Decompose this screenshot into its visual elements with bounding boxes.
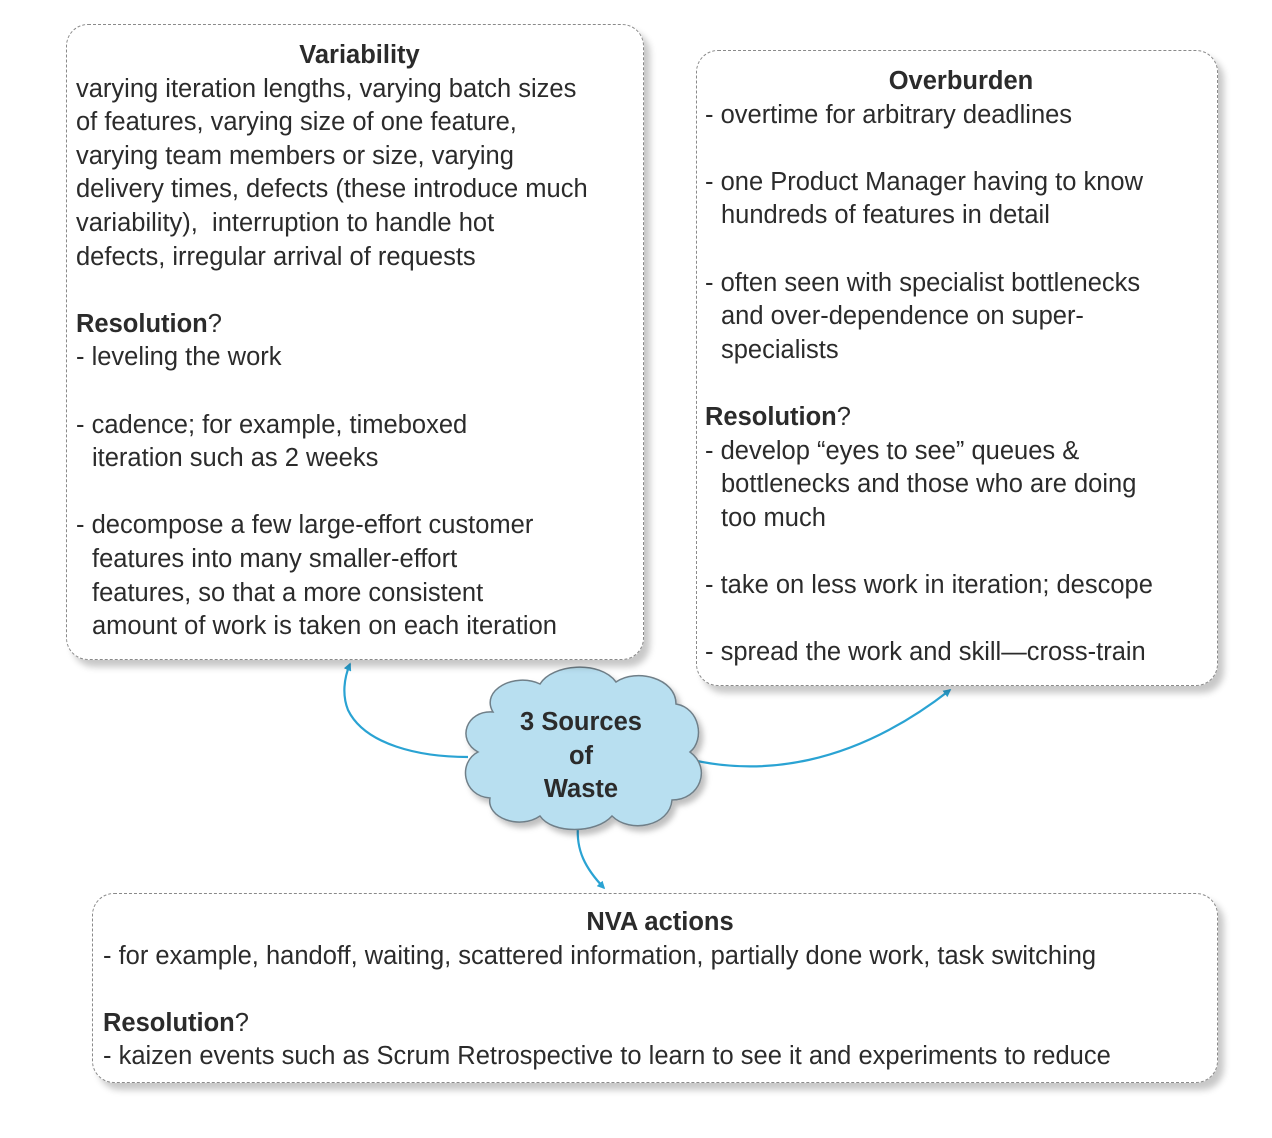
overburden-item: - one Product Manager having to know <box>705 167 1144 196</box>
variability-resolution-item: - cadence; for example, timeboxed <box>76 410 468 439</box>
variability-resolution-item: - leveling the work <box>76 343 282 372</box>
overburden-resolution-item: - take on less work in iteration; descop… <box>705 570 1153 599</box>
variability-line: of features, varying size of one feature… <box>76 108 517 137</box>
overburden-resolution-heading: Resolution? <box>705 402 851 431</box>
overburden-resolution-item: - spread the work and skill—cross-train <box>705 638 1146 667</box>
arrow-to-variability <box>343 662 469 759</box>
cloud-label: 3 Sources of Waste <box>466 706 696 807</box>
cloud-line-2: of <box>568 741 594 770</box>
overburden-title: Overburden <box>888 67 1034 95</box>
variability-title: Variability <box>299 41 420 69</box>
cloud-shape <box>464 666 702 831</box>
variability-resolution-item-cont: features, so that a more consistent <box>92 578 484 607</box>
cloud-line-3: Waste <box>543 775 619 804</box>
variability-resolution-heading: Resolution? <box>76 309 222 338</box>
variability-line: varying team members or size, varying <box>76 141 514 170</box>
variability-resolution-item-cont: iteration such as 2 weeks <box>92 444 379 473</box>
overburden-item-cont: hundreds of features in detail <box>721 201 1050 230</box>
overburden-resolution-item-cont: bottlenecks and those who are doing <box>721 470 1137 499</box>
nva-title: NVA actions <box>586 908 734 936</box>
nva-resolution-item: - kaizen events such as Scrum Retrospect… <box>103 1042 1111 1071</box>
variability-resolution-item: - decompose a few large-effort customer <box>76 511 534 540</box>
arrow-to-nva <box>576 825 606 890</box>
variability-resolution-item-cont: features into many smaller-effort <box>92 544 458 573</box>
variability-box: Variability varying iteration lengths, v… <box>66 24 644 660</box>
nva-resolution-heading: Resolution? <box>103 1008 249 1037</box>
variability-line: varying iteration lengths, varying batch… <box>76 74 577 103</box>
nva-line: - for example, handoff, waiting, scatter… <box>103 941 1097 970</box>
variability-resolution-item-cont: amount of work is taken on each iteratio… <box>92 612 557 641</box>
overburden-resolution-item-cont: too much <box>721 503 826 532</box>
variability-line: defects, irregular arrival of requests <box>76 242 476 271</box>
arrow-to-overburden <box>691 689 952 768</box>
cloud-line-1: 3 Sources <box>520 708 642 736</box>
nva-box: NVA actions - for example, handoff, wait… <box>92 893 1218 1083</box>
overburden-item: - often seen with specialist bottlenecks <box>705 268 1141 297</box>
overburden-item: - overtime for arbitrary deadlines <box>705 100 1073 129</box>
overburden-item-cont: and over-dependence on super- <box>721 302 1084 331</box>
overburden-box: Overburden - overtime for arbitrary dead… <box>696 50 1218 686</box>
overburden-item-cont: specialists <box>721 335 839 364</box>
overburden-resolution-item: - develop “eyes to see” queues & <box>705 436 1080 465</box>
variability-line: variability), interruption to handle hot <box>76 208 495 237</box>
variability-line: delivery times, defects (these introduce… <box>76 175 588 204</box>
